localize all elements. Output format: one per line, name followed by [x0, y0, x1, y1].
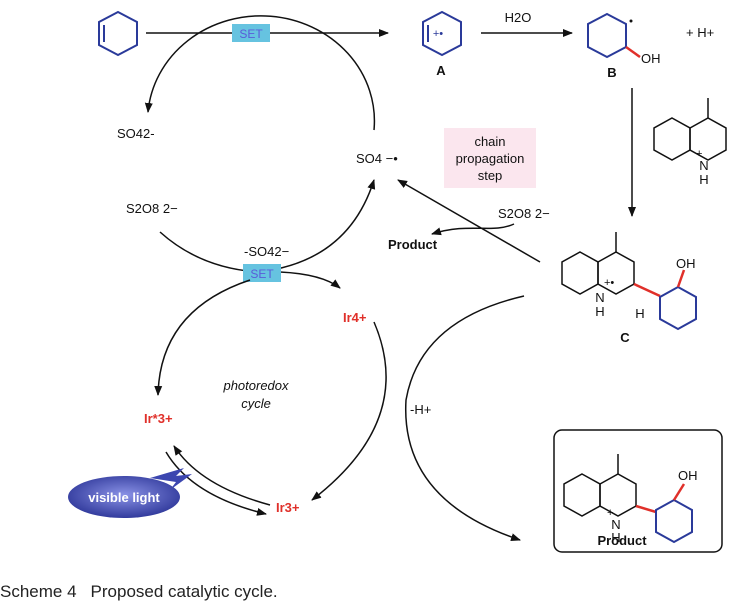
c-oh-bond-c: [676, 269, 686, 288]
ir3-excited-label: Ir*3+: [144, 411, 173, 426]
relaxation-arrow: [165, 451, 267, 516]
oh-label-c: OH: [676, 256, 696, 271]
lightning-bolt-icon: [150, 468, 192, 490]
cyclohexanol-ring-c: [659, 285, 697, 331]
ir4-label: Ir4+: [343, 310, 367, 325]
radical-b-structure: [587, 12, 627, 59]
chain-label-2: propagation: [456, 151, 525, 166]
new-bond-c: [633, 282, 661, 298]
h-label-c: H: [635, 306, 644, 321]
reaction-scheme: SET +• A H2O OH + H+ B + N H SO42- SO4 −…: [68, 10, 727, 553]
figure-caption: Scheme 4 Proposed catalytic cycle.: [0, 582, 278, 602]
plus-h-label: + H+: [686, 25, 714, 40]
product-mid-label: Product: [388, 237, 438, 252]
so4-generation-arc: [144, 15, 376, 131]
new-bond-product: [635, 504, 657, 514]
cyclohexene-structure: [98, 10, 138, 57]
persulfate-left-label: S2O8 2−: [126, 201, 178, 216]
chain-label-1: chain: [474, 134, 505, 149]
lepidinium-nh: H: [699, 172, 708, 187]
lepidinium-n: N: [699, 158, 708, 173]
visible-light-ellipse: [68, 476, 180, 518]
ir3-label: Ir3+: [276, 500, 300, 515]
product-plus: +: [607, 507, 613, 519]
product-n-label: N: [611, 517, 620, 532]
excitation-arrow: [173, 445, 271, 506]
set-box-mid: [243, 264, 281, 282]
sulfate-radical-label: SO4 −•: [356, 151, 398, 166]
chain-propagation-box: [444, 128, 536, 188]
radical-cation-a-structure: [422, 10, 462, 57]
set-to-ir4-arc: [279, 271, 341, 289]
label-b: B: [607, 65, 616, 80]
photoredox-right-arc: [311, 321, 387, 501]
label-a: A: [436, 63, 446, 78]
photoredox-left-arc: [154, 279, 251, 396]
c-oh-bond-b: [625, 45, 641, 59]
photoredox-label-2: cycle: [241, 396, 271, 411]
oh-label-b: OH: [641, 51, 661, 66]
product-box: [553, 429, 723, 553]
photoredox-label-1: photoredox: [222, 378, 289, 393]
radical-dot-b: [629, 19, 633, 23]
chain-propagation-arrow: [397, 179, 541, 263]
nh-h-label-c: H: [595, 304, 604, 319]
caption-label: Scheme 4: [0, 582, 77, 601]
caption-text: Proposed catalytic cycle.: [90, 582, 278, 601]
lepidinium-structure: [653, 98, 727, 161]
radical-cation-mark-c: +•: [604, 277, 614, 289]
label-c: C: [620, 330, 630, 345]
set-label-mid: SET: [250, 267, 274, 281]
sulfate-label: SO42-: [117, 126, 155, 141]
product-h-label: H: [611, 530, 620, 545]
product-box-label: Product: [597, 533, 647, 548]
water-label: H2O: [505, 10, 532, 25]
set-label-top: SET: [239, 27, 263, 41]
persulfate-branch-arrow: [431, 223, 515, 236]
set-box-top: [232, 24, 270, 42]
minus-h-label: -H+: [410, 402, 431, 417]
intermediate-c-structure: [561, 232, 635, 295]
chain-label-3: step: [478, 168, 503, 183]
cyclohexanol-ring-product: [655, 498, 693, 544]
oh-label-product: OH: [678, 468, 698, 483]
minus-sulfate-label: -SO42−: [244, 244, 289, 259]
visible-light-label: visible light: [88, 490, 160, 505]
radical-cation-mark-a: +•: [433, 28, 443, 40]
deprotonation-arc: [405, 295, 525, 541]
lepidinium-plus: +: [696, 148, 702, 160]
nh-n-label-c: N: [595, 290, 604, 305]
persulfate-right-label: S2O8 2−: [498, 206, 550, 221]
c-oh-bond-product: [672, 483, 686, 501]
